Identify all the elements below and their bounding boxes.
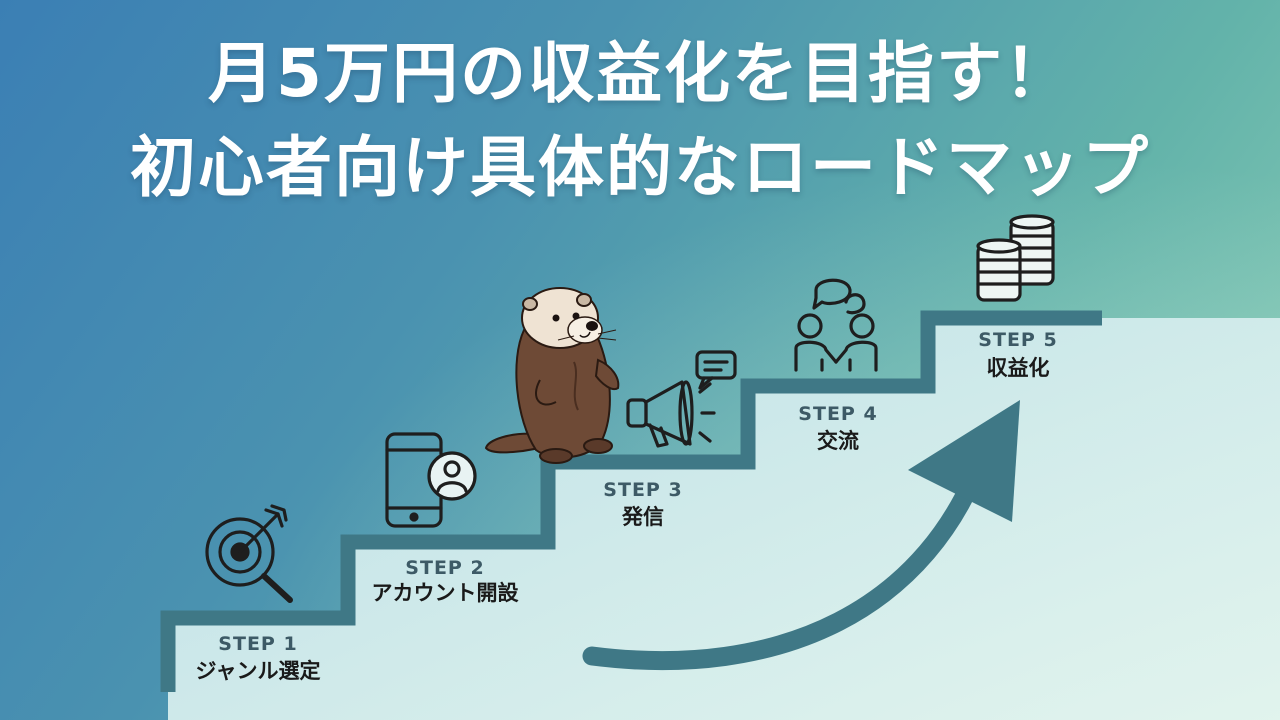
title-line-1: 月5万円の収益化を目指す！ (208, 35, 1072, 112)
step-4-label: STEP 4 (798, 403, 877, 425)
step-3-label: STEP 3 (603, 479, 682, 501)
step-2: STEP 2 アカウント開設 (372, 557, 520, 605)
coin-stacks-icon (976, 214, 1055, 302)
step-1-label: STEP 1 (218, 633, 297, 655)
step-5-name: 収益化 (987, 356, 1050, 380)
step-1-name: ジャンル選定 (196, 659, 321, 683)
step-2-name: アカウント開設 (372, 581, 520, 605)
step-5-label: STEP 5 (978, 329, 1057, 351)
smartphone-profile-icon (385, 432, 477, 528)
step-5: STEP 5 収益化 (978, 329, 1057, 380)
step-4-name: 交流 (817, 429, 859, 453)
megaphone-chat-icon (626, 350, 737, 448)
step-2-label: STEP 2 (405, 557, 484, 579)
step-4: STEP 4 交流 (798, 403, 877, 453)
target-magnifier-icon (205, 504, 293, 603)
sea-otter-mascot (484, 287, 620, 464)
growth-arrow (582, 400, 1020, 671)
people-handshake-icon (794, 278, 878, 372)
step-3-name: 発信 (621, 505, 664, 529)
step-3: STEP 3 発信 (603, 479, 682, 529)
step-1: STEP 1 ジャンル選定 (196, 633, 321, 683)
title-line-2: 初心者向け具体的なロードマップ (130, 129, 1150, 206)
